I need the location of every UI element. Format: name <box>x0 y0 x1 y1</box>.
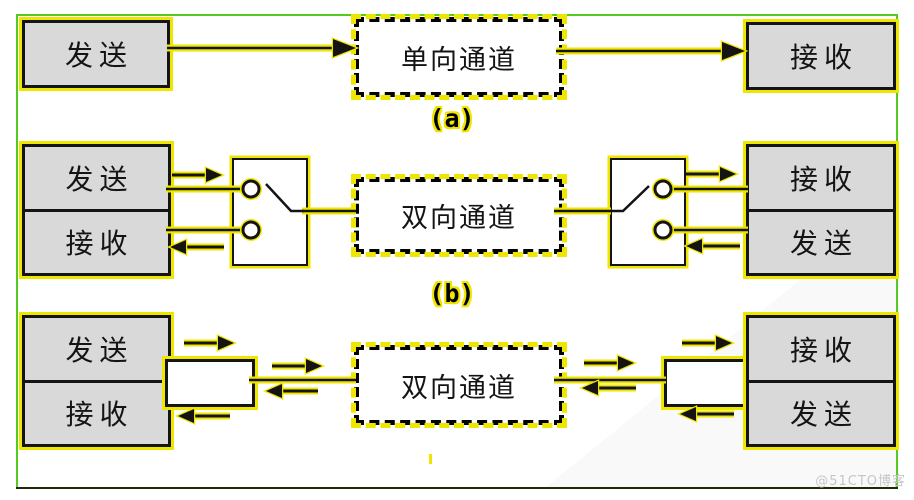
receive-box-a: 接收 <box>746 22 896 90</box>
duplex-channel-label-b: 双向通道 <box>401 203 517 234</box>
junction-box-left <box>165 359 255 407</box>
simplex-channel-box: 单向通道 <box>351 14 567 100</box>
stray-yellow-tick <box>429 454 432 464</box>
receive-cell-c-left: 接收 <box>25 379 168 445</box>
simplex-channel-label: 单向通道 <box>401 44 517 76</box>
switch-box-left <box>232 158 308 266</box>
send-box-a-label: 发送 <box>64 39 133 72</box>
watermark-text: @51CTO博客 <box>815 474 906 489</box>
receive-cell-b-left: 接收 <box>25 208 168 274</box>
frame-bottom-shadow <box>16 487 898 489</box>
send-box-a: 发送 <box>22 20 170 88</box>
station-box-b-left: 发送 接收 <box>22 144 171 276</box>
station-box-b-right: 接收 发送 <box>746 144 896 276</box>
duplex-channel-label-c: 双向通道 <box>401 372 517 404</box>
caption-a: (a) <box>429 104 475 133</box>
send-cell-b-right: 发送 <box>749 208 893 274</box>
switch-box-right <box>610 158 686 266</box>
duplex-channel-box-b: 双向通道 <box>351 174 567 257</box>
junction-box-right <box>664 359 754 407</box>
receive-cell-b-right: 接收 <box>789 162 858 196</box>
duplex-channel-box-c: 双向通道 <box>351 342 567 428</box>
receive-cell-c-right: 接收 <box>789 333 858 367</box>
caption-b: (b) <box>429 279 475 308</box>
send-cell-b-left: 发送 <box>65 162 134 196</box>
send-cell-c-right: 发送 <box>749 379 893 445</box>
station-box-c-right: 接收 发送 <box>746 315 896 447</box>
send-cell-c-left: 发送 <box>65 333 134 367</box>
station-box-c-left: 发送 接收 <box>22 315 171 447</box>
receive-box-a-label: 接收 <box>789 41 858 74</box>
